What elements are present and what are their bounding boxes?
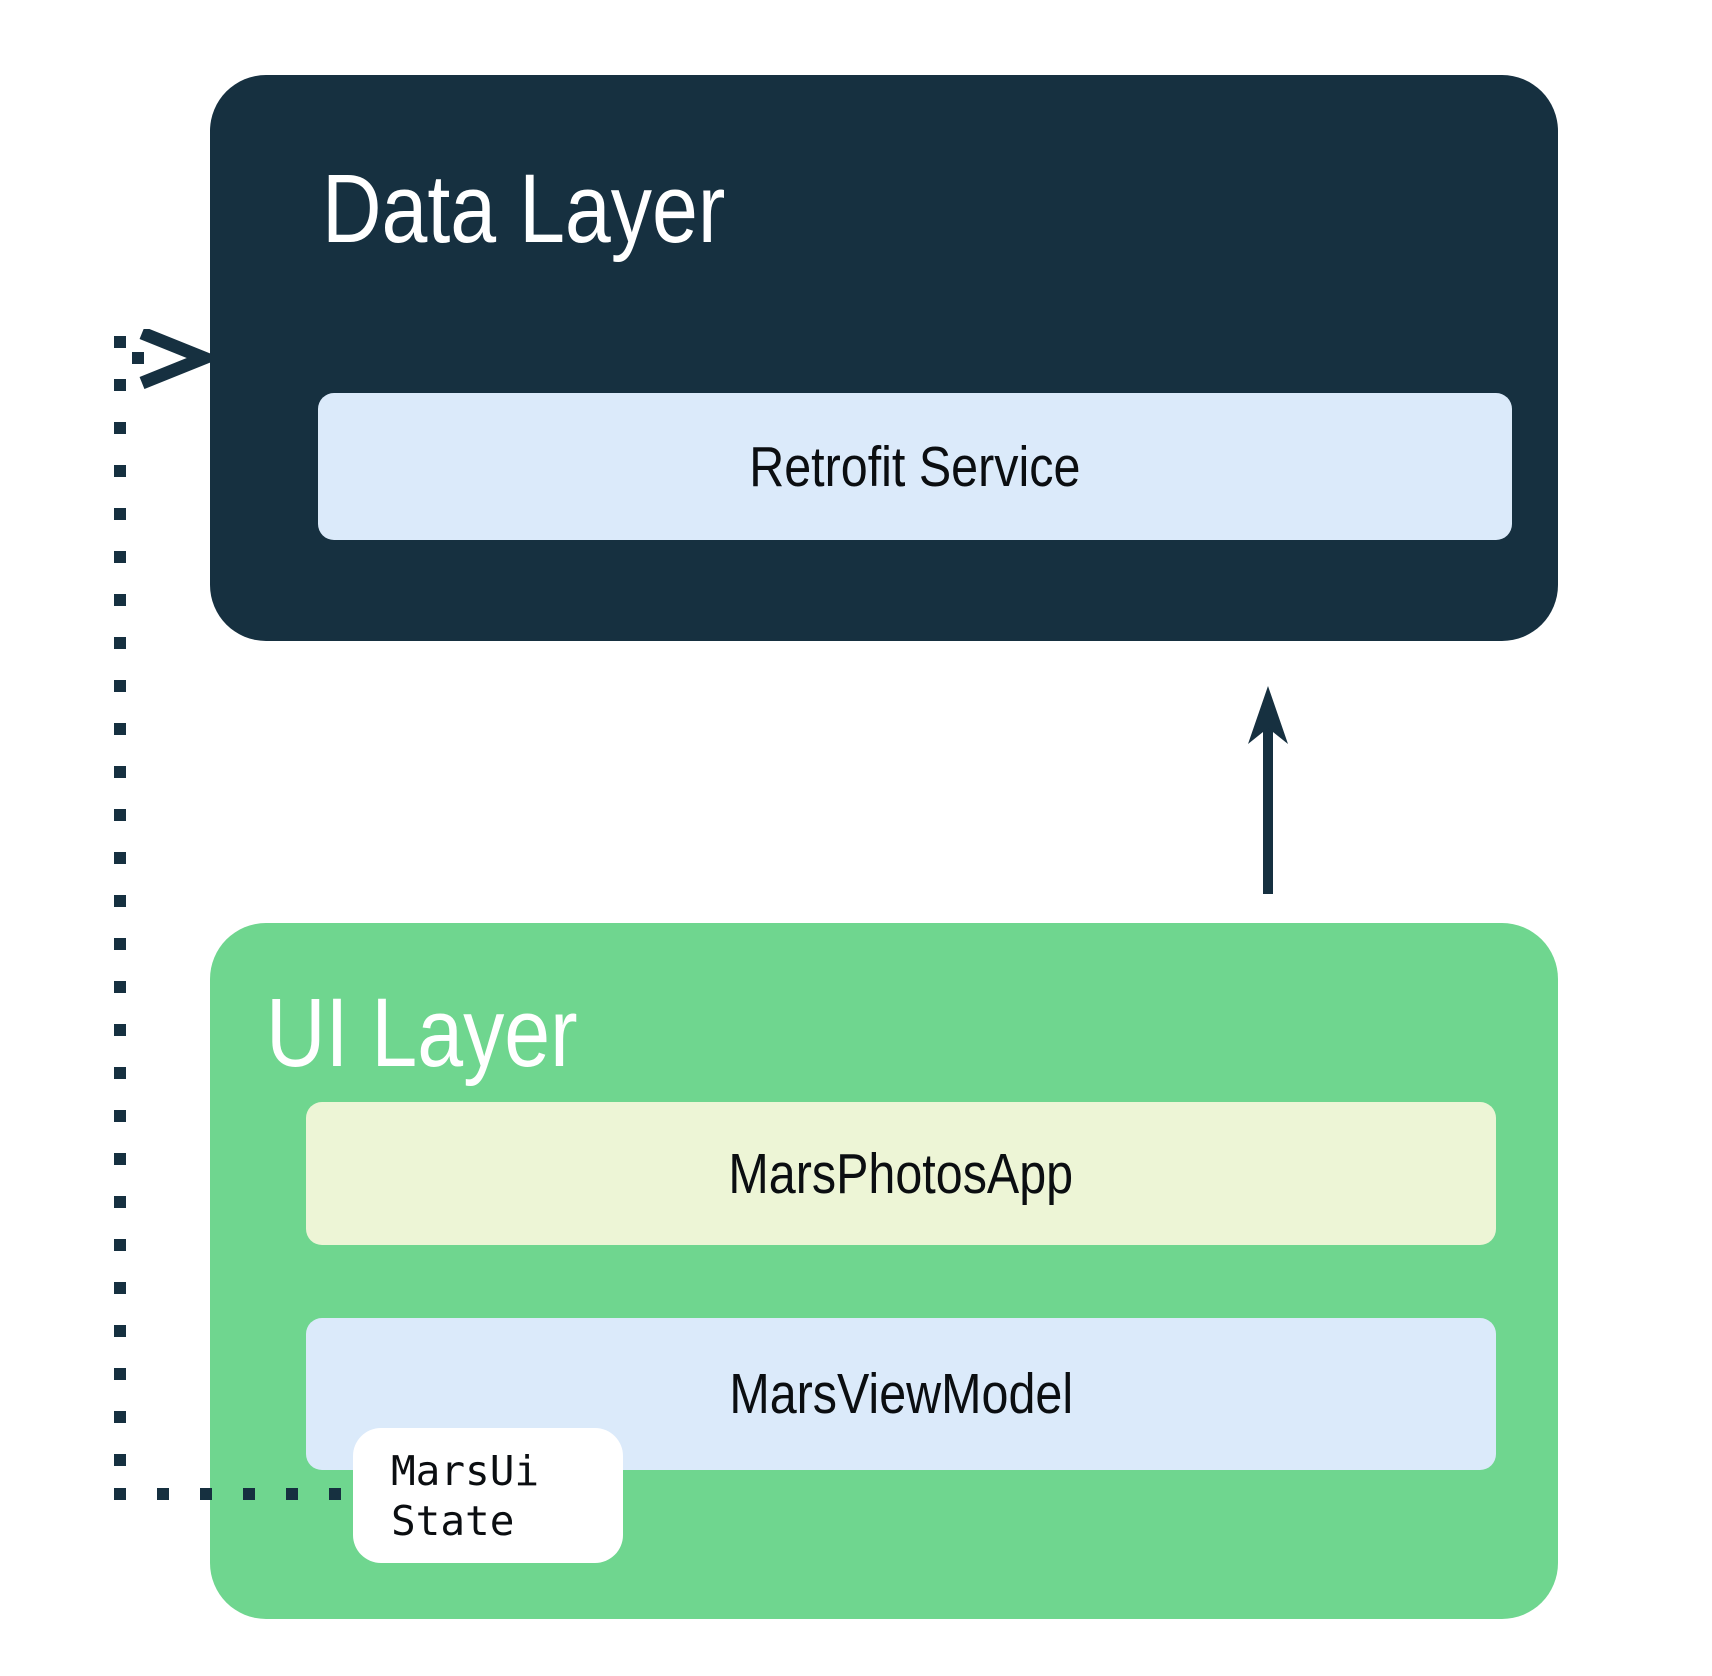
marsui-state-line2: State bbox=[391, 1497, 515, 1545]
uistate-dotted-line-vertical bbox=[114, 336, 126, 1476]
uistate-dotted-line-horizontal bbox=[114, 1488, 364, 1500]
dotted-arrowhead-icon bbox=[139, 329, 210, 389]
data-layer-title-text: Data Layer bbox=[322, 154, 726, 263]
retrofit-service-box: Retrofit Service bbox=[318, 393, 1512, 540]
ui-layer-title: UI Layer bbox=[266, 978, 633, 1087]
marsui-state-line1: MarsUi bbox=[391, 1447, 540, 1495]
retrofit-service-label: Retrofit Service bbox=[749, 434, 1081, 499]
ui-to-data-arrow-icon bbox=[1248, 686, 1288, 894]
data-layer-title: Data Layer bbox=[322, 154, 797, 263]
uistate-dotted-line-corner-dot bbox=[132, 352, 144, 364]
marsphotosapp-box: MarsPhotosApp bbox=[306, 1102, 1496, 1245]
ui-layer-title-text: UI Layer bbox=[266, 978, 578, 1087]
marsphotosapp-label: MarsPhotosApp bbox=[728, 1141, 1074, 1206]
marsviewmodel-label: MarsViewModel bbox=[729, 1362, 1073, 1426]
marsui-state-card: MarsUi State bbox=[353, 1428, 623, 1563]
data-layer-box: Data Layer Retrofit Service bbox=[210, 75, 1558, 641]
